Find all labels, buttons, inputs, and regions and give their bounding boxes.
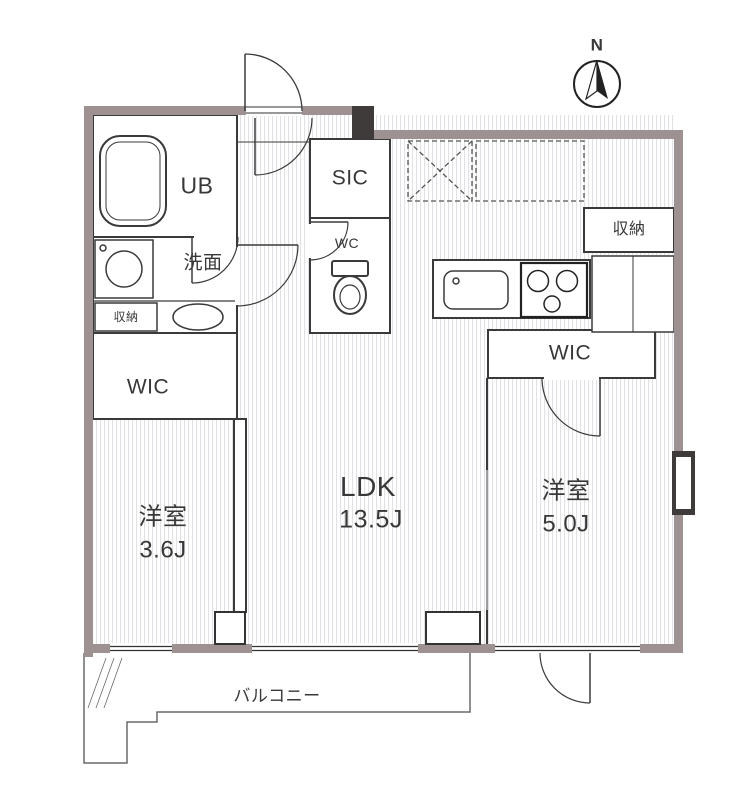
hall-door: [254, 117, 313, 176]
balcony-outline: [83, 653, 471, 764]
balcony-label: バルコニー: [233, 686, 321, 706]
bathtub-icon: [99, 135, 167, 227]
bedroom-right-size: 5.0J: [542, 510, 590, 538]
ldk-size: 13.5J: [339, 505, 403, 534]
wic-right-label: WIC: [548, 341, 592, 365]
compass-north-label: N: [590, 35, 604, 55]
entrance-door: [244, 53, 303, 116]
bedroom-left-name: 洋室: [138, 503, 188, 531]
stove-icon: [519, 261, 589, 319]
window-bedroom-right: [495, 643, 640, 654]
wic-right-room: [487, 329, 656, 379]
wic-left-room: [92, 332, 238, 420]
fridge-space-dashed: [407, 140, 585, 202]
wall-stub-left: [214, 611, 246, 645]
bedroom-left-size: 3.6J: [139, 536, 187, 564]
basin-icon: [172, 303, 224, 331]
sic-label: SIC: [331, 166, 369, 190]
right-wall-window: [672, 451, 695, 515]
wic-right-door: [541, 376, 601, 437]
washroom-door: [235, 244, 299, 307]
pillar-top: [352, 106, 374, 139]
window-ldk: [252, 643, 418, 654]
partition-wall-bedroom-left: [233, 418, 247, 613]
washing-machine-icon: [94, 239, 154, 299]
bath-door: [191, 235, 239, 284]
toilet-icon: [331, 260, 369, 315]
storage-left-label: 収納: [113, 310, 139, 324]
window-bedroom-left: [110, 643, 172, 654]
exterior-door-bottom-right: [539, 652, 591, 704]
compass-icon: [573, 59, 621, 108]
bedroom-right-name: 洋室: [541, 477, 591, 505]
storage-right-label: 収納: [612, 221, 646, 238]
bedroom-right-label: 洋室 5.0J: [541, 477, 591, 538]
bedroom-left-label: 洋室 3.6J: [138, 503, 188, 564]
ldk-name: LDK: [340, 471, 396, 502]
wc-door: [308, 221, 349, 261]
washroom-label: 洗面: [183, 252, 223, 274]
kitchen-sink-icon: [443, 270, 509, 310]
kitchen-counter: [432, 259, 591, 319]
wic-left-label: WIC: [126, 375, 170, 399]
wall-stub-center: [425, 611, 481, 645]
wc-label: WC: [334, 235, 360, 251]
unit-bath-label: UB: [180, 172, 214, 199]
storage-right-box: [583, 207, 675, 253]
storage-left-cabinet: [94, 302, 158, 332]
